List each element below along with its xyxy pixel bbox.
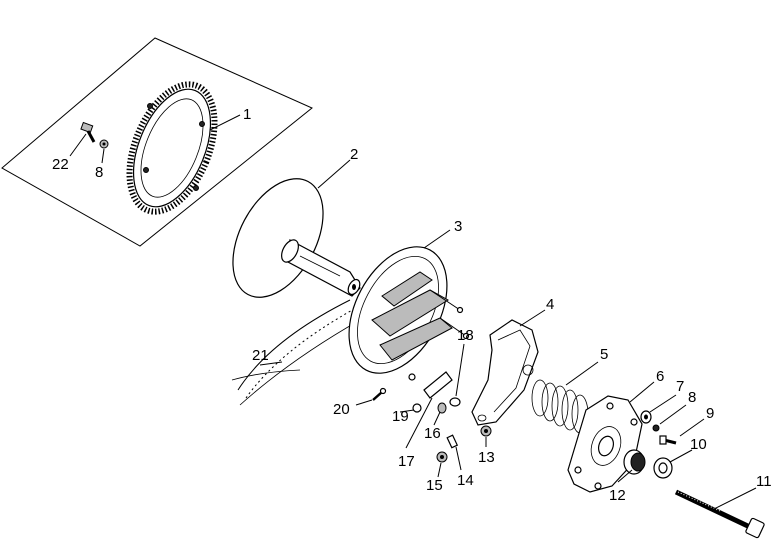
washer-7 — [640, 410, 652, 424]
callout-5: 5 — [600, 346, 608, 363]
callout-20: 20 — [333, 401, 350, 418]
callout-labels: 1 2 3 4 5 6 7 8 8 9 10 11 12 13 14 15 16… — [52, 106, 772, 504]
nut-13 — [480, 425, 492, 437]
inset-bolt — [80, 121, 96, 143]
callout-14: 14 — [457, 472, 474, 489]
callout-8-right: 8 — [688, 389, 696, 406]
callout-3: 3 — [454, 218, 462, 235]
callout-16: 16 — [424, 425, 441, 442]
screw-20 — [372, 387, 387, 401]
sheave-disc — [232, 178, 361, 298]
nut-8 — [652, 424, 660, 432]
cover-plate — [567, 395, 643, 493]
callout-2: 2 — [350, 146, 358, 163]
callout-12: 12 — [609, 487, 626, 504]
spider-housing — [348, 246, 470, 381]
callout-9: 9 — [706, 405, 714, 422]
nut-small — [436, 451, 448, 463]
callout-19: 19 — [392, 408, 409, 425]
callout-11: 11 — [756, 473, 772, 490]
callout-7: 7 — [676, 378, 684, 395]
callout-13: 13 — [478, 449, 495, 466]
callout-15: 15 — [426, 477, 443, 494]
spring — [531, 379, 589, 434]
leader-lines — [69, 114, 757, 511]
callout-18: 18 — [457, 327, 474, 344]
cover-bracket — [471, 319, 539, 426]
callout-22: 22 — [52, 156, 69, 173]
callout-6: 6 — [656, 368, 664, 385]
callout-8: 8 — [95, 164, 103, 181]
callout-4: 4 — [546, 296, 554, 313]
callout-21: 21 — [252, 347, 269, 364]
drive-belt — [231, 299, 361, 406]
long-bolt — [674, 489, 765, 539]
cap-12 — [623, 449, 646, 475]
callout-17: 17 — [398, 453, 415, 470]
screw-9 — [659, 435, 677, 445]
washer — [449, 397, 461, 407]
pin — [446, 434, 459, 449]
washer-10 — [653, 457, 673, 479]
callout-1: 1 — [243, 106, 251, 123]
inset-nut — [99, 139, 109, 149]
bushing — [412, 402, 447, 414]
callout-10: 10 — [690, 436, 707, 453]
ring-gear — [126, 81, 218, 215]
weight-arm — [423, 371, 453, 399]
